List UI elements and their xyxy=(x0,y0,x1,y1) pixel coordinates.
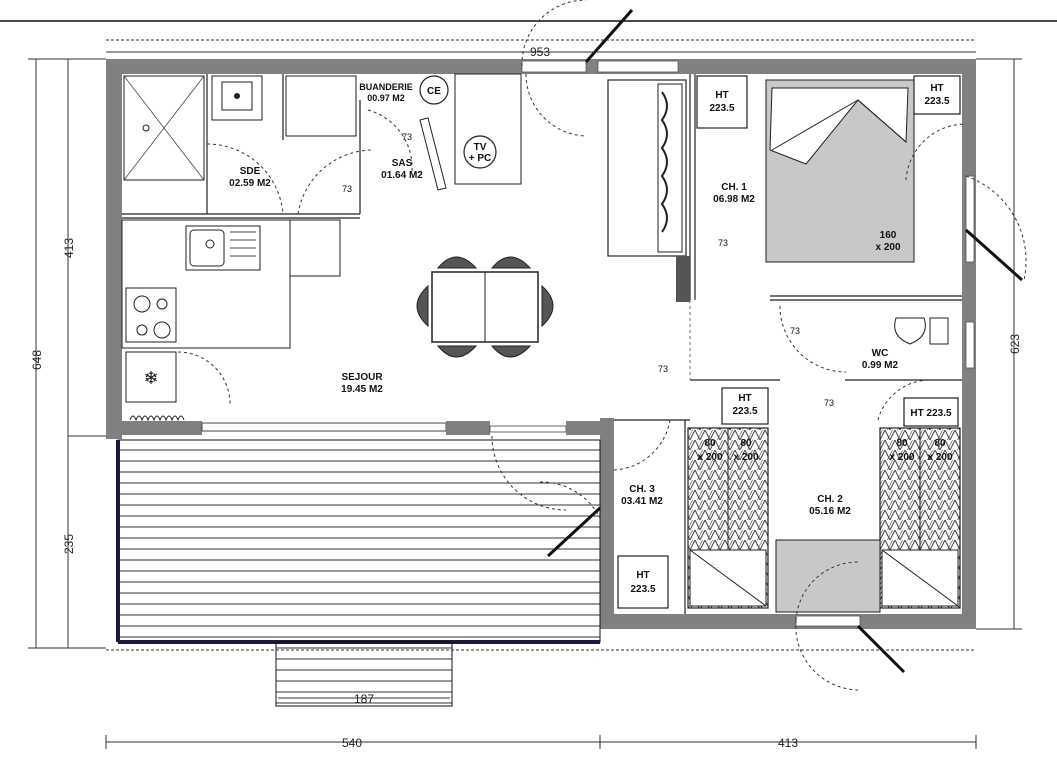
bed-single-d-size-1: 80 xyxy=(934,438,946,449)
dim-upper-height: 413 xyxy=(62,238,76,258)
dim-left-width: 540 xyxy=(342,736,362,750)
room-ch2-area: 05.16 M2 xyxy=(809,506,851,517)
room-ch1-area: 06.98 M2 xyxy=(713,194,755,205)
room-sejour-area: 19.45 M2 xyxy=(341,384,383,395)
room-ch3-area: 03.41 M2 xyxy=(621,496,663,507)
ht-ch3-label: HT xyxy=(636,570,649,581)
ht-wc-label: HT 223.5 xyxy=(910,408,952,419)
ht-corner-value: 223.5 xyxy=(924,96,949,107)
room-ch3-name: CH. 3 xyxy=(629,484,655,495)
ht-ch3-value: 223.5 xyxy=(630,584,655,595)
bed-double-size-2: x 200 xyxy=(875,242,900,253)
kitchen xyxy=(121,219,341,405)
room-sde-name: SDE xyxy=(240,166,261,177)
door-width-ch3: 73 xyxy=(658,364,668,374)
room-buanderie-area: 00.97 M2 xyxy=(367,93,405,103)
bed-single-a-size-1: 80 xyxy=(704,438,716,449)
label-pc: + PC xyxy=(469,153,492,164)
ht-ch1-label: HT xyxy=(715,90,728,101)
dim-right-width: 413 xyxy=(778,736,798,750)
bed-single-c-size-1: 80 xyxy=(896,438,908,449)
ce-circle xyxy=(419,75,449,105)
sde-room xyxy=(123,75,375,215)
ht-corner-label: HT xyxy=(930,83,943,94)
ht-ch1-value: 223.5 xyxy=(709,103,734,114)
sofa xyxy=(607,79,690,302)
room-wc-name: WC xyxy=(872,348,889,359)
bed-single-d-size-2: x 200 xyxy=(927,452,952,463)
room-ch1-name: CH. 1 xyxy=(721,182,747,193)
door-width-wc: 73 xyxy=(790,326,800,336)
bed-single-c-size-2: x 200 xyxy=(889,452,914,463)
label-tv: TV xyxy=(474,142,487,153)
room-sas-area: 01.64 M2 xyxy=(381,170,423,181)
dim-steps-width: 187 xyxy=(354,692,374,706)
door-width-ch1: 73 xyxy=(718,238,728,248)
door-width-ch2: 73 xyxy=(824,398,834,408)
ht-cabinets xyxy=(617,75,961,609)
ht-ch2-label: HT xyxy=(738,393,751,404)
room-ch2-name: CH. 2 xyxy=(817,494,843,505)
bed-single-b-size-1: 80 xyxy=(740,438,752,449)
bed-single-b-size-2: x 200 xyxy=(733,452,758,463)
door-width-sde: 73 xyxy=(342,184,352,194)
terrace-deck xyxy=(116,439,601,707)
outer-walls xyxy=(106,59,976,629)
bed-double-size-1: 160 xyxy=(880,230,897,241)
ch1-bed xyxy=(765,79,1027,282)
ch2-ch3-beds xyxy=(491,419,961,691)
tv-circle xyxy=(463,135,497,169)
dimension-lines xyxy=(28,39,1022,749)
door-width-sas: 73 xyxy=(402,132,412,142)
room-sejour-name: SEJOUR xyxy=(341,372,383,383)
dim-terrace-height: 235 xyxy=(62,534,76,554)
room-sde-area: 02.59 M2 xyxy=(229,178,271,189)
room-buanderie-name: BUANDERIE xyxy=(359,82,413,92)
room-wc-area: 0.99 M2 xyxy=(862,360,899,371)
ht-ch2-value: 223.5 xyxy=(732,406,757,417)
freezer-snowflake-icon: ❄ xyxy=(143,368,158,389)
dim-right-height: 623 xyxy=(1008,334,1022,354)
dining-table xyxy=(416,256,554,358)
wc-room xyxy=(779,305,949,421)
room-sas-name: SAS xyxy=(392,158,413,169)
label-ce: CE xyxy=(427,86,441,97)
dim-total-height: 648 xyxy=(30,350,44,370)
dim-total-width: 953 xyxy=(530,45,550,59)
buanderie-sas xyxy=(367,73,522,191)
entrance-door-top xyxy=(521,0,634,137)
bed-single-a-size-2: x 200 xyxy=(697,452,722,463)
